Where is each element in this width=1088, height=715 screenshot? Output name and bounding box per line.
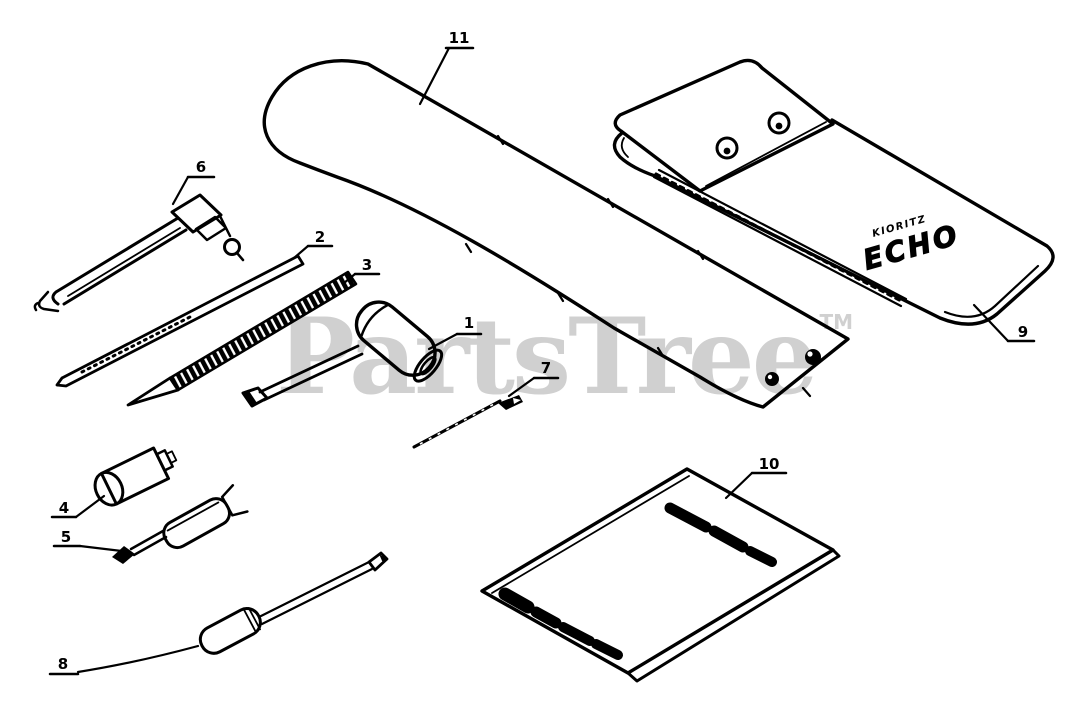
number-label: 9 [1018, 323, 1028, 341]
number-label: 5 [61, 528, 71, 546]
number-label: 10 [759, 455, 780, 473]
pouch-snap-buttons [715, 111, 791, 160]
hex-wrench-drawing [412, 395, 523, 449]
callout-6: 6 [171, 158, 216, 206]
callout-4: 4 [50, 494, 106, 519]
grease-tube-drawing [93, 446, 178, 507]
guide-bar-cover-drawing [262, 59, 850, 409]
callout-7: 7 [507, 359, 560, 398]
round-file-drawing [55, 254, 305, 388]
callout-10: 10 [724, 455, 788, 500]
number-label: 7 [541, 359, 551, 377]
echo-brand-logo: KIORITZ ECHO [859, 214, 964, 277]
socket-wrench-drawing [241, 300, 444, 408]
number-label: 2 [315, 228, 325, 246]
operators-manual-drawing [480, 467, 841, 683]
number-label: 11 [449, 29, 470, 47]
long-screwdriver-drawing [198, 551, 389, 655]
cover-snap-rivet [805, 349, 821, 365]
cover-snap-rivet [765, 372, 779, 386]
callout-9: 9 [972, 303, 1036, 343]
callout-5: 5 [52, 528, 132, 554]
illegible-text-smear [498, 502, 777, 660]
number-label: 1 [464, 314, 474, 332]
number-label: 3 [362, 256, 372, 274]
number-label: 8 [58, 655, 68, 673]
watermark-text: PartsTree [276, 294, 819, 418]
callout-2: 2 [292, 228, 334, 260]
callout-1: 1 [427, 314, 483, 351]
callout-8: 8 [48, 644, 200, 676]
file-holder-drawing [33, 193, 245, 313]
small-screwdriver-drawing [112, 484, 249, 564]
number-label: 4 [59, 499, 69, 517]
callout-3: 3 [342, 256, 381, 285]
callout-11: 11 [418, 29, 475, 106]
pouch-flap [613, 58, 835, 193]
tool-pouch-drawing: KIORITZ ECHO [612, 58, 1055, 326]
flat-file-drawing [126, 270, 358, 407]
number-label: 6 [196, 158, 206, 176]
